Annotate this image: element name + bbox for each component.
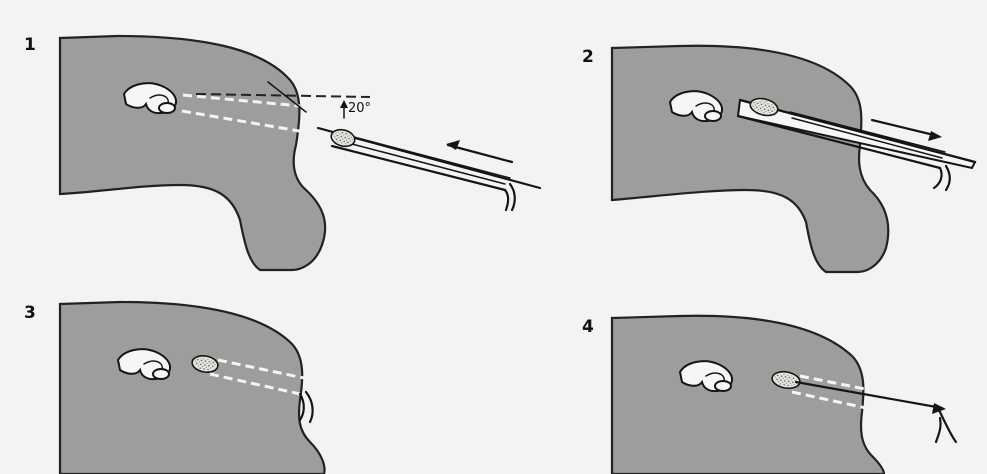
panel-1-earlobe xyxy=(159,103,175,113)
panel-3-earlobe xyxy=(153,369,169,379)
panel-2: 2 xyxy=(582,46,975,272)
panel-1: 1 20° xyxy=(24,35,540,270)
panel-3-number: 3 xyxy=(24,303,36,323)
panel-2-motion-arrowhead xyxy=(928,131,942,141)
panel-4-earlobe xyxy=(715,381,731,391)
panel-1-angle-arrowhead xyxy=(340,100,348,108)
panel-4: 4 xyxy=(582,316,956,474)
panel-3: 3 xyxy=(24,302,324,474)
panel-2-motion-arrow xyxy=(872,120,938,136)
panel-4-number: 4 xyxy=(582,317,594,337)
panel-1-motion-arrow xyxy=(448,145,512,162)
panel-3-head xyxy=(60,302,324,474)
panel-2-earlobe xyxy=(705,111,721,121)
panel-4-head xyxy=(612,316,884,474)
panel-2-number: 2 xyxy=(582,47,594,67)
panel-2-head xyxy=(612,46,888,272)
panel-1-head xyxy=(60,36,325,270)
panel-1-number: 1 xyxy=(24,35,36,55)
panel-1-angle-label: 20° xyxy=(348,101,371,116)
